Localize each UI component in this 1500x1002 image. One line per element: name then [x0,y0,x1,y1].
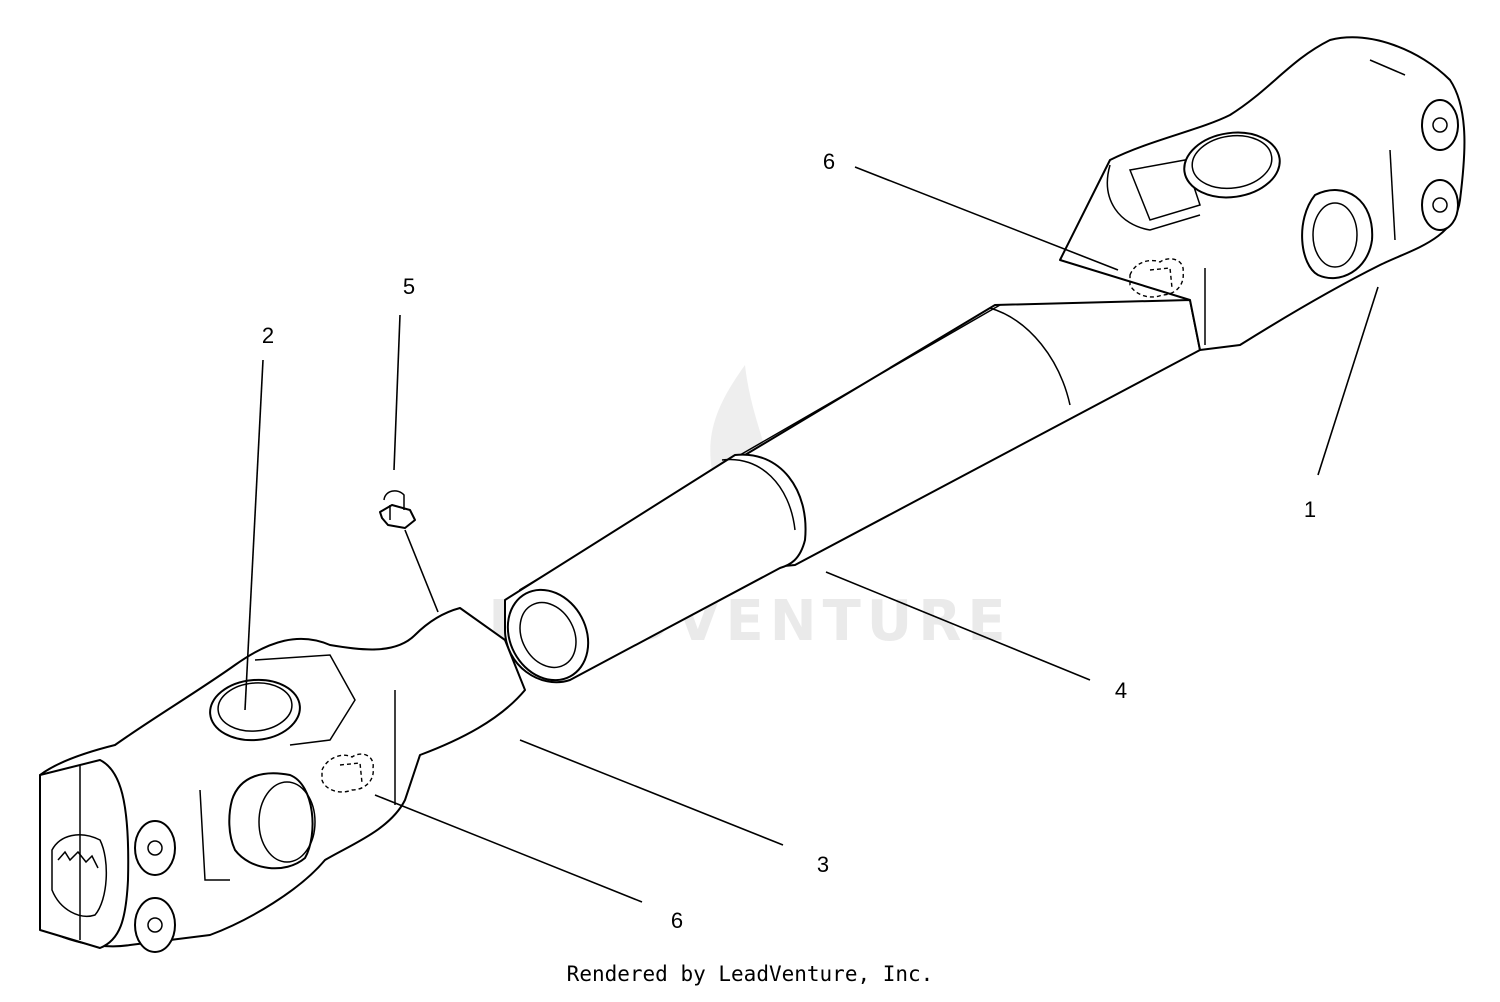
leader-6-lower [374,794,643,903]
callout-5: 5 [403,274,415,299]
part-6-lower-grease-fitting [321,753,374,793]
leader-5-lower [404,529,439,613]
callout-2: 2 [262,323,274,348]
leader-5-upper [393,314,401,471]
callout-1: 1 [1304,497,1316,522]
leader-3 [519,739,784,846]
part-1-upper-yoke [1059,36,1466,351]
callout-6-lower: 6 [671,908,683,933]
part-2-lower-yoke [39,607,526,953]
callout-6-upper: 6 [823,149,835,174]
leader-4 [825,571,1091,681]
leader-lines [244,166,1379,903]
footer-credit: Rendered by LeadVenture, Inc. [566,962,934,986]
leader-2 [244,359,264,711]
leader-1 [1317,286,1379,476]
leader-6-upper [854,166,1119,271]
part-3-inner-tube [504,453,807,684]
callout-labels: 1 2 3 4 5 6 6 [262,149,1316,933]
callout-4: 4 [1115,678,1127,703]
callout-3: 3 [817,852,829,877]
part-5-zerk-fitting [379,490,416,529]
